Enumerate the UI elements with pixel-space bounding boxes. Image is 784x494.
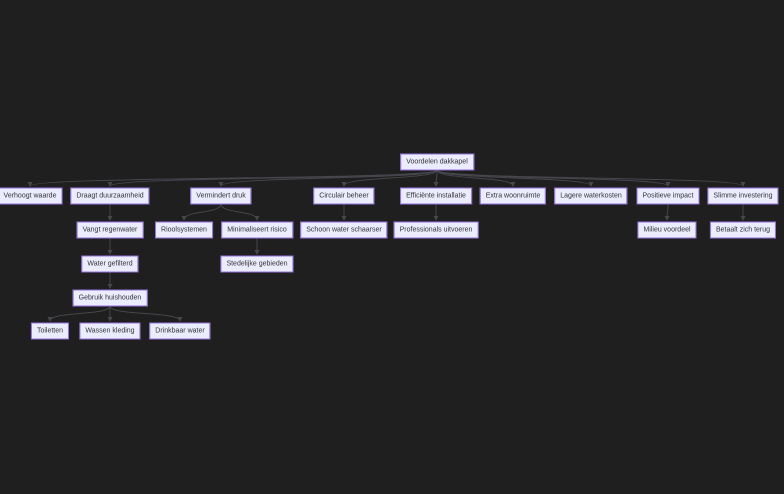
node-toiletten: Toiletten (30, 322, 70, 340)
node-gebruik: Gebruik huishouden (72, 289, 148, 307)
node-betaalt: Betaalt zich terug (709, 221, 777, 239)
edge-vermindert-riool (181, 203, 222, 221)
node-slimme: Slimme investering (707, 187, 779, 205)
edge-root-circulair (341, 169, 438, 187)
edge-root-vermindert (218, 169, 438, 187)
node-root: Voordelen dakkapel (400, 153, 474, 171)
edge-root-draagt (107, 169, 438, 187)
node-efficiente: Efficiënte installatie (400, 187, 472, 205)
node-extra: Extra woonruimte (479, 187, 547, 205)
node-stedelijke: Stedelijke gebieden (220, 255, 294, 273)
node-drinkbaar: Drinkbaar water (149, 322, 211, 340)
node-professionals: Professionals uitvoeren (393, 221, 479, 239)
edge-root-lagere (436, 169, 594, 187)
node-verhoogt: Verhoogt waarde (0, 187, 63, 205)
node-circulair: Circulair beheer (313, 187, 375, 205)
edge-root-extra (436, 169, 516, 187)
edge-gebruik-toiletten (47, 305, 111, 322)
node-minimaliseert: Minimaliseert risico (221, 221, 293, 239)
edge-root-verhoogt (27, 169, 438, 187)
edge-vermindert-minimaliseert (220, 203, 260, 221)
node-wassen: Wassen kleding (79, 322, 141, 340)
edge-gebruik-drinkbaar (109, 305, 183, 322)
node-lagere: Lagere waterkosten (554, 187, 628, 205)
node-water: Water gefilterd (81, 255, 139, 273)
node-milieu: Milieu voordeel (637, 221, 697, 239)
node-positieve: Positieve impact (636, 187, 700, 205)
edge-root-slimme (436, 169, 746, 187)
node-vermindert: Vermindert druk (190, 187, 252, 205)
node-schoon: Schoon water schaarser (300, 221, 388, 239)
node-riool: Rioolsystemen (155, 221, 213, 239)
edge-positieve-milieu (664, 203, 670, 221)
edge-root-efficiente (433, 169, 439, 187)
node-vangt: Vangt regenwater (76, 221, 144, 239)
node-draagt: Draagt duurzaamheid (70, 187, 150, 205)
